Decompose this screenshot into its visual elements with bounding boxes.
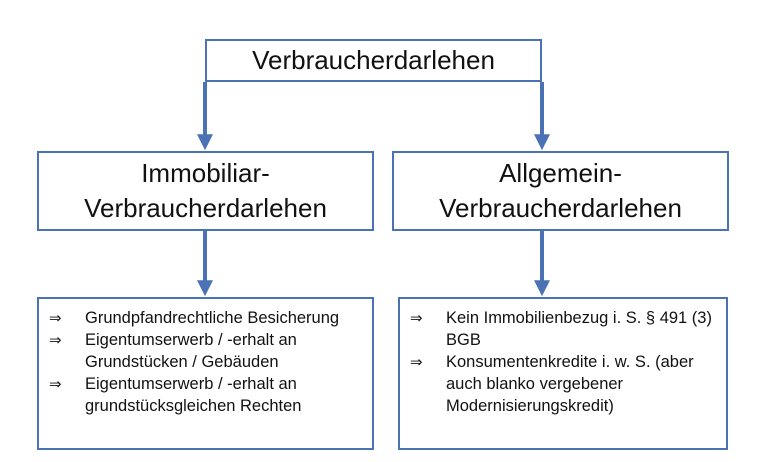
category-box-allgemein: Allgemein- Verbraucherdarlehen (392, 151, 729, 231)
double-arrow-icon: ⇒ (49, 375, 62, 393)
list-item-text: Konsumentenkredite i. w. S. (aber auch b… (446, 353, 694, 415)
category-label-line1: Immobiliar- (141, 158, 270, 188)
category-label-line2: Verbraucherdarlehen (439, 193, 682, 223)
root-box: Verbraucherdarlehen (205, 39, 542, 82)
list-item: ⇒ Grundpfandrechtliche Besicherung (49, 307, 364, 329)
double-arrow-icon: ⇒ (410, 353, 423, 371)
root-label: Verbraucherdarlehen (252, 45, 495, 75)
list-box-immobiliar: ⇒ Grundpfandrechtliche Besicherung ⇒ Eig… (37, 297, 374, 450)
list-item-text: Eigentumserwerb / -erhalt an grundstücks… (85, 375, 302, 415)
list-item: ⇒ Eigentumserwerb / -erhalt an grundstüc… (49, 373, 364, 417)
list-item-text: Eigentumserwerb / -erhalt an Grundstücke… (85, 331, 297, 371)
list-item-text: Kein Immobilienbezug i. S. § 491 (3) BGB (446, 309, 712, 349)
category-box-immobiliar: Immobiliar- Verbraucherdarlehen (37, 151, 374, 231)
list-item: ⇒ Eigentumserwerb / -erhalt an Grundstüc… (49, 329, 364, 373)
list-item: ⇒ Kein Immobilienbezug i. S. § 491 (3) B… (410, 307, 718, 351)
category-label-line1: Allgemein- (499, 158, 622, 188)
list-box-allgemein: ⇒ Kein Immobilienbezug i. S. § 491 (3) B… (398, 297, 728, 450)
double-arrow-icon: ⇒ (410, 309, 423, 327)
list-item: ⇒ Konsumentenkredite i. w. S. (aber auch… (410, 351, 718, 417)
double-arrow-icon: ⇒ (49, 309, 62, 327)
list-item-text: Grundpfandrechtliche Besicherung (85, 309, 340, 327)
category-label-line2: Verbraucherdarlehen (84, 193, 327, 223)
double-arrow-icon: ⇒ (49, 331, 62, 349)
